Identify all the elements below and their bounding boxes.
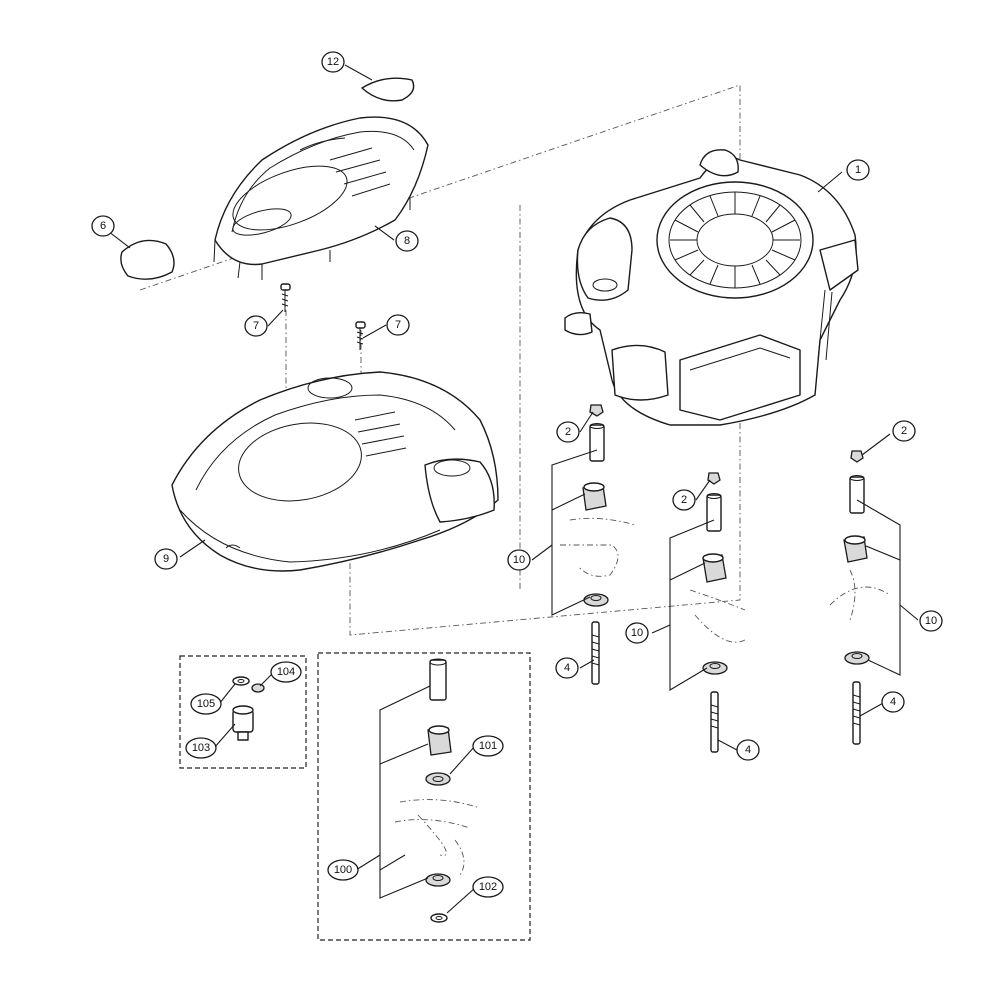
callout-label: 7: [395, 319, 401, 331]
callout-bubble: [555, 657, 579, 679]
callout-label: 7: [253, 320, 259, 332]
callout-bubble: [472, 876, 504, 898]
callout-bubble: [386, 314, 410, 336]
callout-c105: 105: [190, 693, 222, 715]
callout-label: 10: [513, 554, 525, 566]
callout-label: 4: [890, 696, 896, 708]
kit-small-parts: [232, 676, 265, 741]
callout-label: 12: [327, 56, 339, 68]
callout-c103: 103: [185, 737, 217, 759]
part-9-lower-shroud: [171, 371, 499, 572]
callout-bubble: [91, 215, 115, 237]
callouts: [103, 64, 919, 914]
callout-c100: 100: [327, 859, 359, 881]
callout-c7b: 7: [386, 314, 410, 336]
callout-bubble: [270, 661, 302, 683]
callout-bubble: [919, 610, 943, 632]
bracket-leaders: [551, 449, 901, 691]
callout-bubble: [185, 737, 217, 759]
callout-label: 101: [479, 740, 497, 752]
callout-c10c: 10: [919, 610, 943, 632]
mount-stack-b: [689, 472, 746, 753]
callout-c10b: 10: [625, 622, 649, 644]
callout-bubble: [472, 735, 504, 757]
callout-bubble: [556, 421, 580, 443]
callout-bubble: [190, 693, 222, 715]
callout-c4c: 4: [881, 691, 905, 713]
callout-bubble: [881, 691, 905, 713]
part-7-screw-right: [355, 321, 366, 350]
callout-bubble: [625, 622, 649, 644]
callout-c2c: 2: [892, 420, 916, 442]
callout-label: 2: [901, 425, 907, 437]
callout-label: 103: [192, 742, 210, 754]
part-1-engine: [564, 149, 859, 426]
callout-bubble: [846, 159, 870, 181]
part-7-screw-left: [280, 283, 291, 312]
callout-bubble: [395, 230, 419, 252]
callout-label: 10: [631, 627, 643, 639]
callout-c7a: 7: [244, 315, 268, 337]
mount-stack-c: [829, 450, 891, 745]
callout-label: 105: [197, 698, 215, 710]
callout-label: 104: [277, 666, 295, 678]
callout-bubble: [321, 51, 345, 73]
part-12-cap: [361, 77, 415, 102]
mount-stack-a: [560, 404, 636, 685]
callout-label: 4: [564, 662, 570, 674]
callout-bubble: [327, 859, 359, 881]
callout-bubble: [244, 315, 268, 337]
callout-label: 8: [404, 235, 410, 247]
callout-c10a: 10: [507, 549, 531, 571]
callout-label: 2: [565, 426, 571, 438]
callout-c4a: 4: [555, 657, 579, 679]
callout-label: 2: [681, 494, 687, 506]
callout-label: 100: [334, 864, 352, 876]
callout-c2b: 2: [672, 489, 696, 511]
part-6-piece: [120, 239, 175, 280]
callout-label: 4: [745, 744, 751, 756]
callout-c12: 12: [321, 51, 345, 73]
callout-label: 102: [479, 881, 497, 893]
callout-label: 10: [925, 615, 937, 627]
callout-c4b: 4: [736, 739, 760, 761]
callout-c1: 1: [846, 159, 870, 181]
callout-c6: 6: [91, 215, 115, 237]
callout-c104: 104: [270, 661, 302, 683]
callout-bubble: [154, 548, 178, 570]
callout-c8: 8: [395, 230, 419, 252]
callout-bubble: [507, 549, 531, 571]
callout-label: 1: [855, 164, 861, 176]
kit-large-parts: [379, 658, 481, 923]
callout-bubble: [892, 420, 916, 442]
callout-label: 6: [100, 220, 106, 232]
callout-c101: 101: [472, 735, 504, 757]
callout-c9: 9: [154, 548, 178, 570]
kit-box-large: [317, 652, 531, 941]
callout-c102: 102: [472, 876, 504, 898]
kit-box-small: [179, 655, 307, 769]
part-8-upper-shroud: [213, 116, 429, 280]
callout-c2a: 2: [556, 421, 580, 443]
callout-label: 9: [163, 553, 169, 565]
callout-bubble: [672, 489, 696, 511]
callout-bubble: [736, 739, 760, 761]
